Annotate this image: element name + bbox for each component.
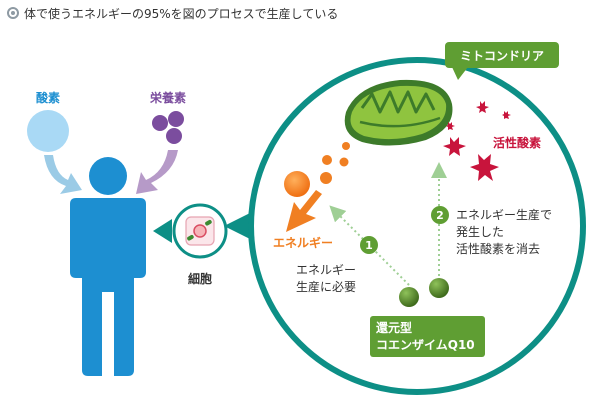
organelle-icon <box>205 220 212 226</box>
coq10-tag <box>370 316 485 357</box>
mitochondria-tag-pointer-icon <box>452 67 468 80</box>
step2-text-line3: 活性酸素を消去 <box>456 241 540 256</box>
zoom-arrow-icon <box>224 211 254 241</box>
coq10-label-line1: 還元型 <box>376 320 412 335</box>
oxygen-icon <box>27 110 69 152</box>
step1-text-line2: 生産に必要 <box>296 279 356 294</box>
page-title: 体で使うエネルギーの95%を図のプロセスで生産している <box>24 6 338 21</box>
step1-text-line1: エネルギー <box>296 263 356 277</box>
cell-zoom-circle <box>248 57 586 395</box>
cell-label: 細胞 <box>188 271 212 286</box>
active-oxygen-icon <box>443 101 511 181</box>
nutrients-icon <box>152 111 184 144</box>
energy-label: エネルギー <box>273 235 333 250</box>
header-icon <box>7 7 19 19</box>
coq10-molecule-icon <box>399 287 419 307</box>
active-oxygen-label: 活性酸素 <box>493 135 541 150</box>
mitochondria-icon <box>344 79 453 146</box>
organelle-icon <box>187 235 194 241</box>
nucleus-icon <box>193 224 207 238</box>
oxygen-label: 酸素 <box>36 90 60 105</box>
step1-badge <box>360 236 378 254</box>
oxygen-arrow-icon <box>44 155 82 194</box>
mitochondria-tag <box>445 42 559 68</box>
step2-number: 2 <box>436 209 444 222</box>
energy-particles-icon <box>284 142 350 197</box>
energy-arrow-icon <box>286 190 322 232</box>
coq10-label-line2: コエンザイムQ10 <box>376 338 475 352</box>
nutrients-label: 栄養素 <box>149 90 186 105</box>
nutrients-arrow-icon <box>136 150 178 194</box>
cell-arrow-icon <box>153 219 172 243</box>
coq10-molecule-icon <box>429 278 449 298</box>
mitochondria-label: ミトコンドリア <box>460 49 544 63</box>
step2-text-line1: エネルギー生産で <box>456 207 552 222</box>
step2-text-line2: 発生した <box>456 225 504 239</box>
step2-badge <box>431 206 449 224</box>
step1-number: 1 <box>365 239 373 252</box>
human-figure-icon <box>70 157 146 376</box>
